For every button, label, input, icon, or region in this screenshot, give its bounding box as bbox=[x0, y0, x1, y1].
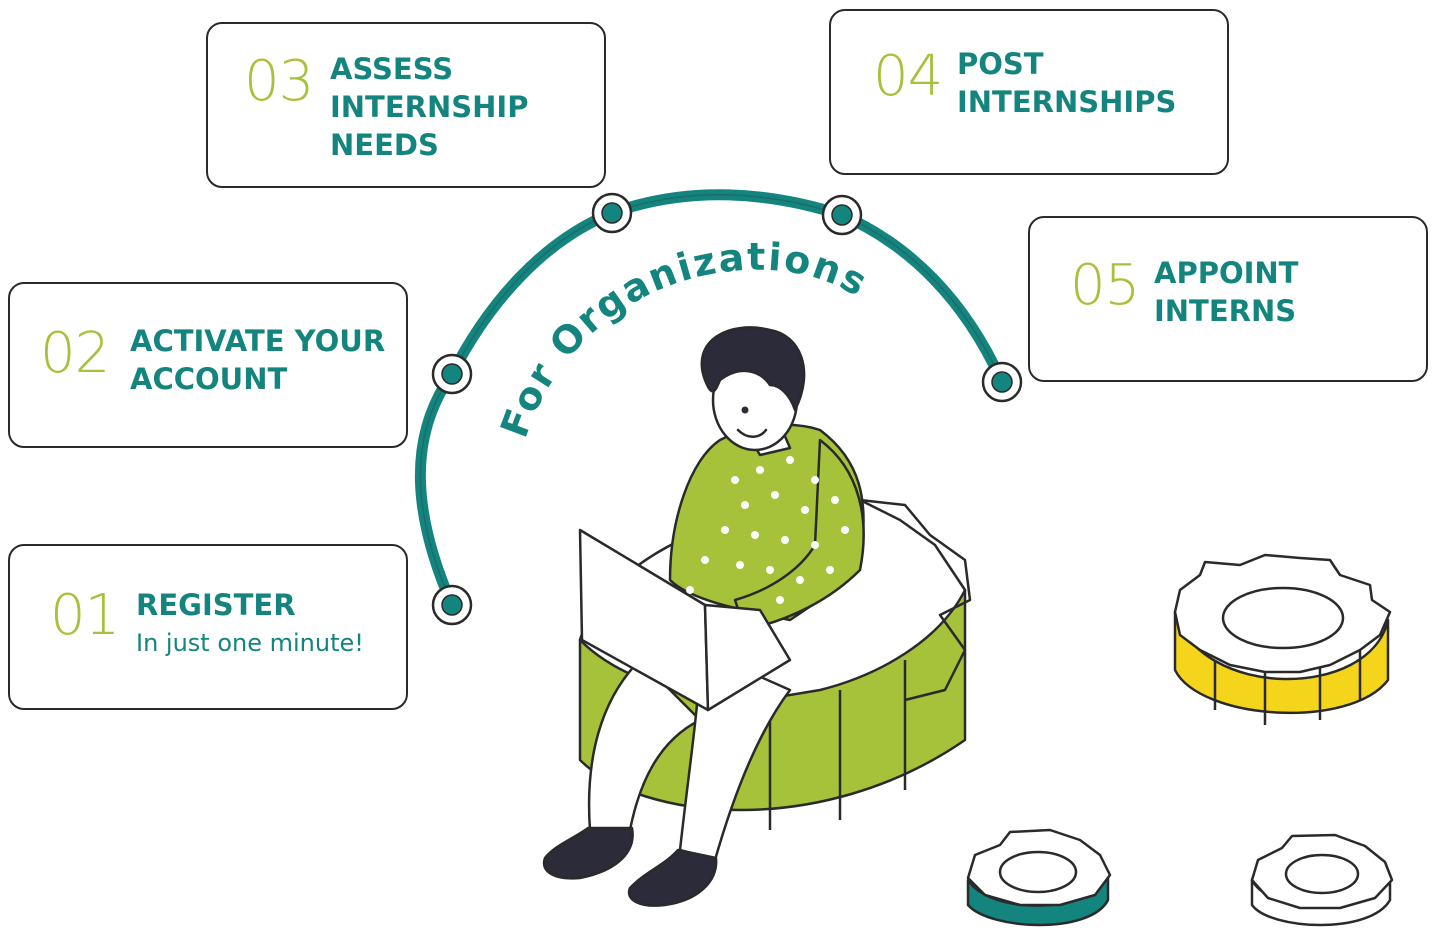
timeline-node-icon bbox=[431, 584, 473, 626]
step-number: 03 bbox=[244, 49, 314, 114]
step-card-01: 01 REGISTER In just one minute! bbox=[8, 544, 408, 710]
step-card-04: 04 POST INTERNSHIPS bbox=[829, 9, 1229, 175]
step-card-03: 03 ASSESS INTERNSHIP NEEDS bbox=[206, 22, 606, 188]
step-title-line-2: ACCOUNT bbox=[130, 362, 288, 396]
step-title-line-2: INTERNSHIP bbox=[330, 90, 529, 124]
arc-title: For Organizations bbox=[492, 235, 876, 443]
timeline-node-icon bbox=[981, 361, 1023, 403]
step-number: 05 bbox=[1070, 253, 1140, 318]
step-title-line-1: ACTIVATE YOUR bbox=[130, 324, 386, 358]
step-title-line-3: NEEDS bbox=[330, 128, 439, 162]
step-title: REGISTER bbox=[136, 588, 296, 622]
step-title-line-1: APPOINT bbox=[1154, 256, 1299, 290]
timeline-node-icon bbox=[591, 192, 633, 234]
step-number: 02 bbox=[40, 321, 110, 386]
step-title-line-1: POST bbox=[957, 47, 1044, 81]
timeline-node-icon bbox=[431, 353, 473, 395]
yellow-gear-icon bbox=[1173, 553, 1392, 725]
step-title-line-2: INTERNSHIPS bbox=[957, 85, 1177, 119]
step-card-02: 02 ACTIVATE YOUR ACCOUNT bbox=[8, 282, 408, 448]
timeline-node-icon bbox=[821, 194, 863, 236]
step-title-line-1: ASSESS bbox=[330, 52, 454, 86]
step-subtitle: In just one minute! bbox=[136, 629, 364, 657]
step-number: 04 bbox=[873, 44, 943, 109]
step-number: 01 bbox=[50, 583, 120, 648]
person-with-laptop-icon bbox=[542, 326, 865, 907]
teal-gear-icon bbox=[966, 828, 1112, 927]
white-gear-icon bbox=[1250, 833, 1394, 927]
step-card-05: 05 APPOINT INTERNS bbox=[1028, 216, 1428, 382]
step-title-line-2: INTERNS bbox=[1154, 294, 1297, 328]
